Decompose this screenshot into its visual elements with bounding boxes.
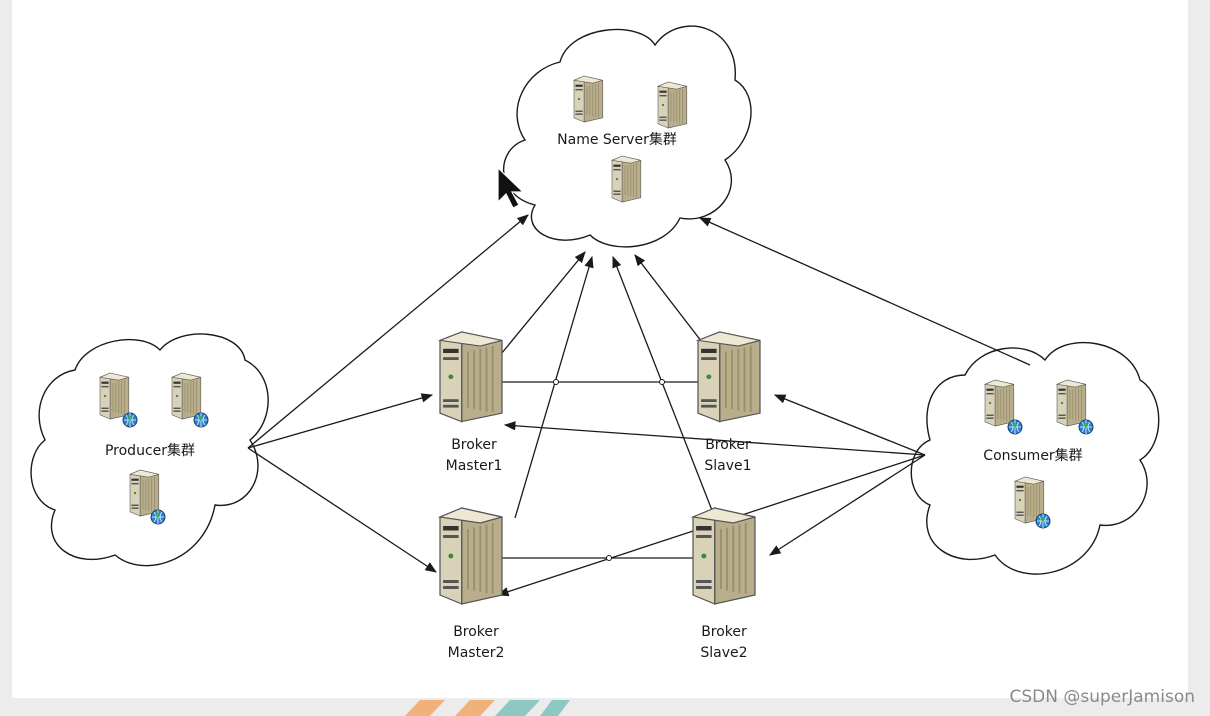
- server-icon: [439, 507, 503, 605]
- server-icon: [573, 75, 604, 123]
- name-server-label: Name Server集群: [557, 131, 677, 148]
- server-icon: [129, 469, 160, 517]
- server-icon: [657, 81, 688, 129]
- server-icon: [99, 372, 130, 420]
- globe-icon: [1078, 419, 1094, 435]
- broker-master1-line1: Broker: [451, 437, 497, 453]
- broker-master1-line2: Master1: [446, 458, 503, 474]
- server-icon: [692, 507, 756, 605]
- bottom-stripes: [405, 700, 570, 716]
- globe-icon: [122, 412, 138, 428]
- broker-slave2-line2: Slave2: [700, 645, 747, 661]
- broker-slave1-line2: Slave1: [704, 458, 751, 474]
- consumer-cloud: [910, 341, 1160, 575]
- broker-master2-line2: Master2: [448, 645, 505, 661]
- producer-cloud: [30, 333, 269, 567]
- globe-icon: [150, 509, 166, 525]
- server-icon: [697, 331, 761, 423]
- server-icon: [171, 372, 202, 420]
- globe-icon: [1007, 419, 1023, 435]
- watermark: CSDN @superJamison: [1010, 687, 1196, 707]
- server-icon: [984, 379, 1015, 427]
- name-server-cloud: [502, 25, 752, 248]
- server-icon: [611, 155, 642, 203]
- broker-master2-line1: Broker: [453, 624, 499, 640]
- broker-slave2-line1: Broker: [701, 624, 747, 640]
- line-crossings: [553, 379, 665, 561]
- producer-label: Producer集群: [105, 442, 195, 459]
- server-icon: [439, 331, 503, 423]
- mouse-cursor-icon: [497, 166, 525, 209]
- connection-lines: [247, 214, 1031, 597]
- consumer-label: Consumer集群: [983, 447, 1082, 464]
- globe-icon: [1035, 513, 1051, 529]
- globe-icon: [193, 412, 209, 428]
- broker-slave1-line1: Broker: [705, 437, 751, 453]
- server-icon: [1056, 379, 1087, 427]
